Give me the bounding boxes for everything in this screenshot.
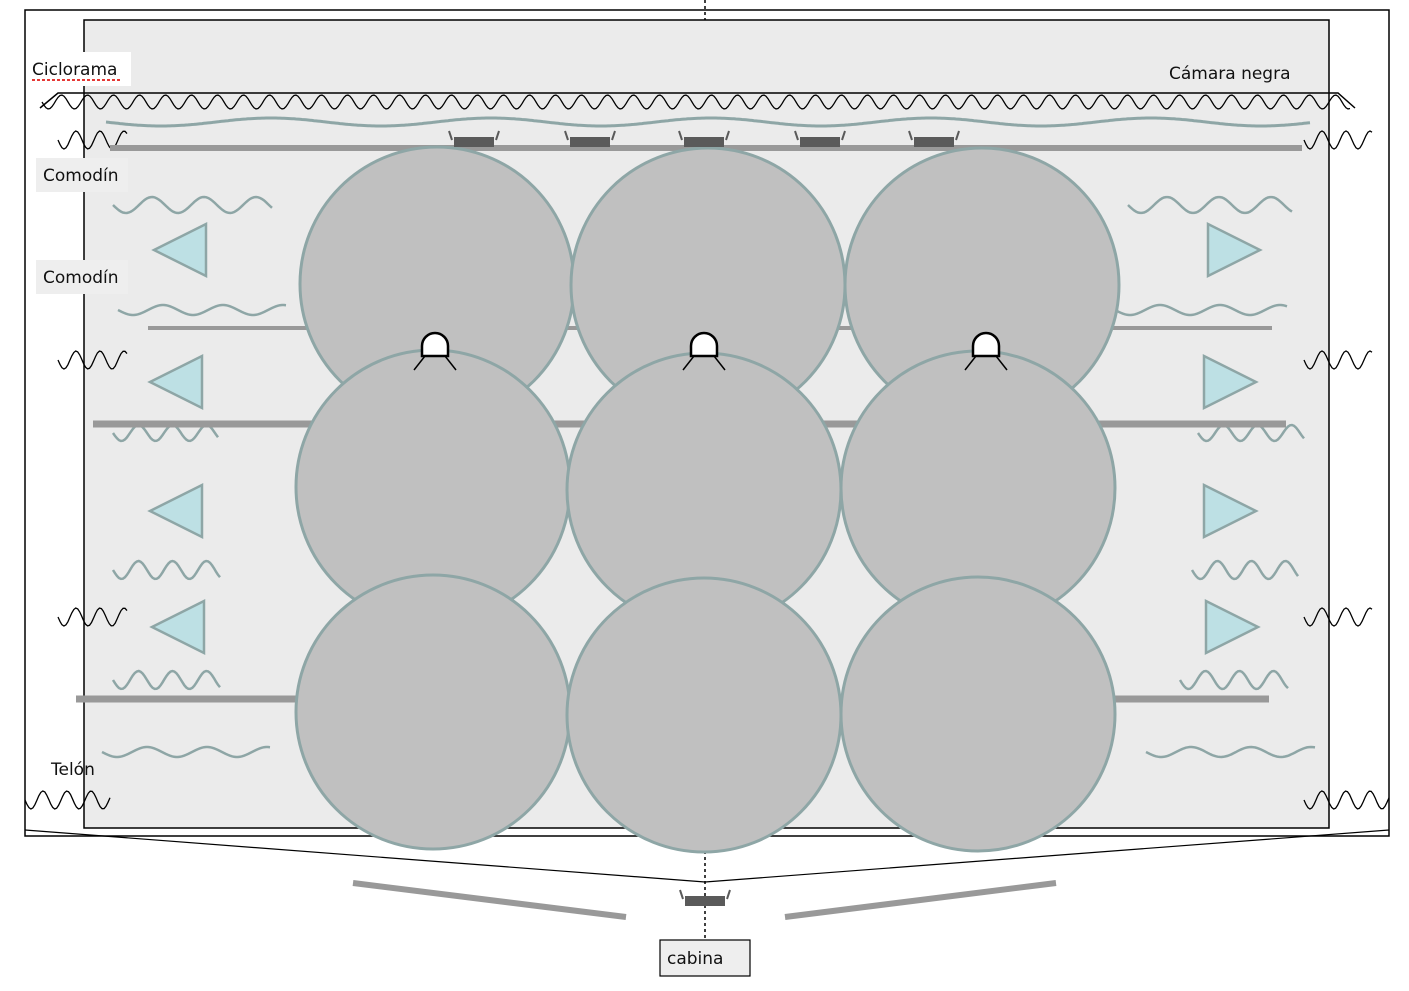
- leg-wave-7: [1303, 790, 1390, 810]
- speakers: [147, 221, 1263, 656]
- front-pipe-right: [784, 880, 1057, 920]
- fixture-arm-left: [678, 130, 683, 141]
- label-cabina: cabina: [667, 949, 723, 969]
- speaker-icon: [151, 221, 208, 279]
- side-curtain-wave-2: [117, 303, 287, 317]
- spotlight-head: [689, 331, 719, 358]
- label-bg-comodin-1: [36, 158, 128, 192]
- spotlight-leg-left: [964, 355, 977, 371]
- speaker-icon: [1202, 482, 1259, 540]
- fixture-arm-left: [564, 130, 569, 141]
- side-curtain-wave-4: [111, 423, 220, 443]
- label-comodin-2: Comodín: [43, 268, 119, 288]
- fixture-arm-left: [448, 130, 453, 141]
- label-bg-comodin-2: [36, 260, 128, 294]
- spotlight-leg-right: [713, 355, 726, 371]
- spotlight-icon: [964, 331, 1008, 371]
- spotlight-head: [420, 331, 450, 358]
- fixture-body: [685, 896, 725, 906]
- speaker-icon: [1204, 598, 1261, 656]
- spotlight-leg-right: [444, 355, 457, 371]
- light-fixture-icon: [448, 130, 500, 147]
- light-fixture-icon: [564, 130, 616, 147]
- fixture-body: [800, 137, 840, 147]
- light-fixture-icon: [908, 130, 960, 147]
- side-curtain-wave-5: [1196, 423, 1305, 443]
- fixture-arm-left: [794, 130, 799, 141]
- spotlight-leg-left: [413, 355, 426, 371]
- light-circle-8: [839, 575, 1117, 853]
- leg-wave-4: [57, 607, 128, 627]
- label-comodin-1: Comodín: [43, 166, 119, 186]
- fixture-arm-left: [679, 889, 684, 900]
- label-camara-negra: Cámara negra: [1169, 64, 1291, 84]
- side-curtain-wave-0: [112, 195, 273, 215]
- fixture-arm-right: [955, 130, 960, 141]
- spotlight-leg-left: [682, 355, 695, 371]
- side-curtain-wave-7: [1190, 559, 1300, 581]
- light-circle-6: [294, 573, 572, 851]
- light-fixture-icon: [794, 130, 846, 147]
- spotlight-icon: [682, 331, 726, 371]
- leg-wave-1: [1303, 130, 1373, 150]
- fixture-body: [454, 137, 494, 147]
- spotlights: [413, 331, 1008, 371]
- label-ciclorama: Ciclorama: [32, 60, 117, 80]
- cyclorama-wave: [105, 116, 1311, 128]
- light-fixture-icon: [678, 130, 730, 147]
- side-curtain-wave-8: [111, 669, 221, 691]
- fixture-arm-left: [908, 130, 913, 141]
- fixture-arm-right: [726, 889, 731, 900]
- speaker-icon: [149, 598, 206, 656]
- speaker-icon: [1202, 353, 1259, 411]
- side-curtain-wave-11: [1145, 745, 1316, 759]
- leg-wave-3: [1303, 350, 1373, 370]
- speaker-icon: [147, 482, 204, 540]
- light-fixture-icon: [679, 889, 731, 906]
- spotlight-icon: [413, 331, 457, 371]
- curtain-waves: [24, 94, 1390, 810]
- label-telon: Telón: [50, 760, 95, 780]
- side-curtain-wave-10: [101, 745, 271, 759]
- spotlight-leg-right: [995, 355, 1008, 371]
- light-circle-7: [565, 576, 843, 854]
- fixtures: [448, 130, 960, 906]
- fixture-arm-right: [611, 130, 616, 141]
- side-curtain-wave-1: [1127, 195, 1293, 215]
- leg-wave-5: [1303, 607, 1373, 627]
- black-curtain-wave: [41, 94, 1351, 110]
- fixture-arm-right: [841, 130, 846, 141]
- fixture-body: [570, 137, 610, 147]
- sight-lines: [24, 829, 1390, 883]
- side-curtain-wave-3: [1114, 303, 1288, 317]
- speaker-icon: [1206, 221, 1263, 279]
- side-curtain-wave-9: [1178, 669, 1289, 691]
- fixture-arm-right: [725, 130, 730, 141]
- leg-wave-2: [57, 350, 128, 370]
- fixture-body: [684, 137, 724, 147]
- booth-box: [659, 939, 751, 977]
- side-curtain-wave-6: [111, 559, 221, 581]
- front-pipe-left: [352, 880, 627, 920]
- leg-wave-6: [24, 790, 111, 810]
- light-circles: [294, 145, 1121, 854]
- fixture-arm-right: [495, 130, 500, 141]
- black-chamber-outline: [39, 92, 1356, 109]
- fixture-body: [914, 137, 954, 147]
- spotlight-head: [971, 331, 1001, 358]
- speaker-icon: [147, 353, 204, 411]
